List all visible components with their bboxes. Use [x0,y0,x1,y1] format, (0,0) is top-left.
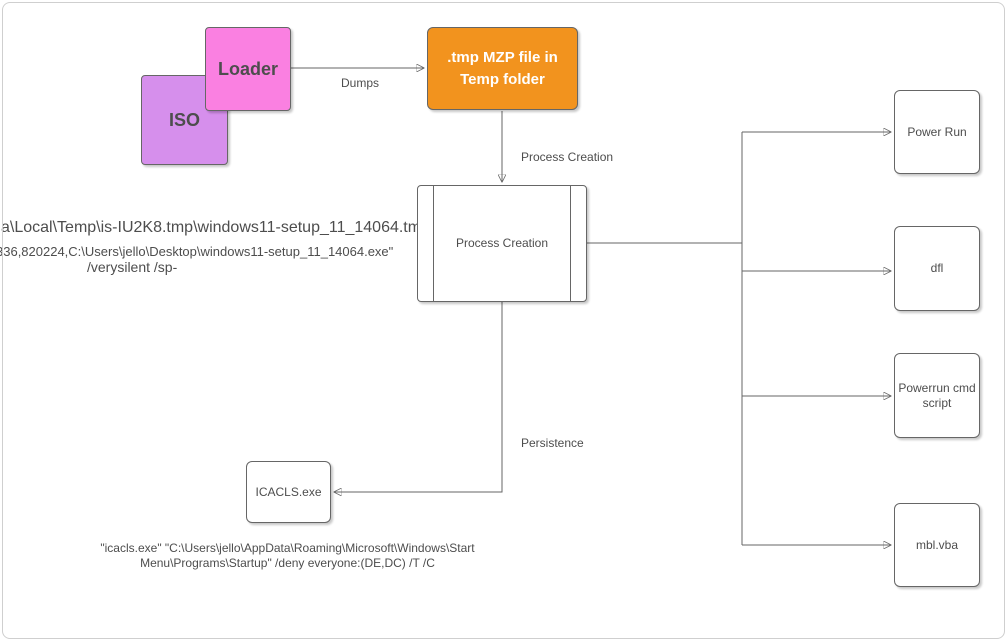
node-mbl-vba: mbl.vba [894,503,980,587]
node-iso-label: ISO [168,109,200,130]
process-shape-bar-right [570,186,571,301]
node-dfl-label: dfl [930,261,944,275]
node-icacls-exe: ICACLS.exe [246,461,331,523]
node-loader: Loader [205,27,291,111]
icacls-command-text: "icacls.exe" "C:\Users\jello\AppData\Roa… [95,541,480,571]
node-mbl-vba-label: mbl.vba [915,537,959,552]
edge-label-persistence: Persistence [521,436,584,450]
silent-flags-text: /verysilent /sp- [87,259,178,275]
edge-label-dumps: Dumps [341,76,380,90]
icacls-command-line1: "icacls.exe" "C:\Users\jello\AppData\Roa… [100,541,475,555]
node-icacls-exe-label: ICACLS.exe [255,484,322,499]
edge-process-to-icacls [334,302,503,492]
tmp-file-details-text: 336,820224,C:\Users\jello\Desktop\window… [0,244,394,259]
node-tmp-mzp-file: .tmp MZP file in Temp folder [427,27,578,110]
node-loader-label: Loader [217,58,278,79]
node-powerrun-cmd-script-label: Powerrun cmd script [898,380,976,410]
node-tmp-mzp-label: .tmp MZP file in Temp folder [447,48,558,88]
tmp-file-path-text: a\Local\Temp\is-IU2K8.tmp\windows11-setu… [1,219,430,236]
node-powerrun-cmd-script: Powerrun cmd script [894,353,980,438]
node-power-run-label: Power Run [907,124,967,139]
edge-label-process-creation: Process Creation [521,150,614,164]
icacls-command-line2: Menu\Programs\Startup" /deny everyone:(D… [140,556,435,570]
process-shape-bar-left [433,186,434,301]
node-dfl: dfl [894,226,980,311]
node-process-creation-label: Process Creation [455,236,549,250]
node-process-creation: Process Creation [417,185,587,302]
node-power-run: Power Run [894,90,980,174]
